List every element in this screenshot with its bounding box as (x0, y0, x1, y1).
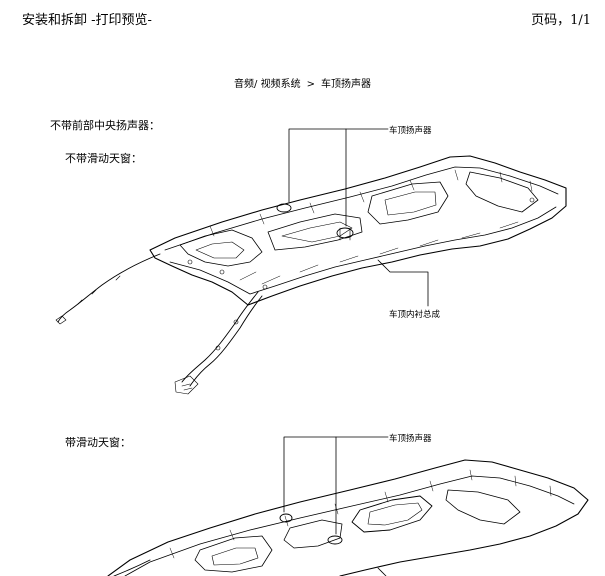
section-heading-no-center-speaker: 不带前部中央扬声器： (50, 119, 160, 132)
section-heading-no-sunroof: 不带滑动天窗： (65, 152, 142, 165)
headliner-diagram-no-sunroof (55, 128, 567, 395)
breadcrumb: 音频/ 视频系统 > 车顶扬声器 (0, 75, 605, 90)
breadcrumb-item-audio-system[interactable]: 音频/ 视频系统 (234, 79, 301, 90)
section-heading-with-sunroof: 带滑动天窗： (65, 436, 131, 449)
callout-roof-speaker-1: 车顶扬声器 (389, 126, 432, 136)
callout-headliner-assembly: 车顶内衬总成 (389, 310, 441, 320)
callout-roof-speaker-2: 车顶扬声器 (389, 434, 432, 444)
breadcrumb-separator: > (306, 79, 315, 90)
headliner-diagram-with-sunroof (107, 436, 589, 576)
header-title: 安装和拆卸 -打印预览- (22, 13, 152, 28)
breadcrumb-item-roof-speaker: 车顶扬声器 (320, 79, 371, 90)
page-number: 页码，1/1 (531, 13, 591, 28)
